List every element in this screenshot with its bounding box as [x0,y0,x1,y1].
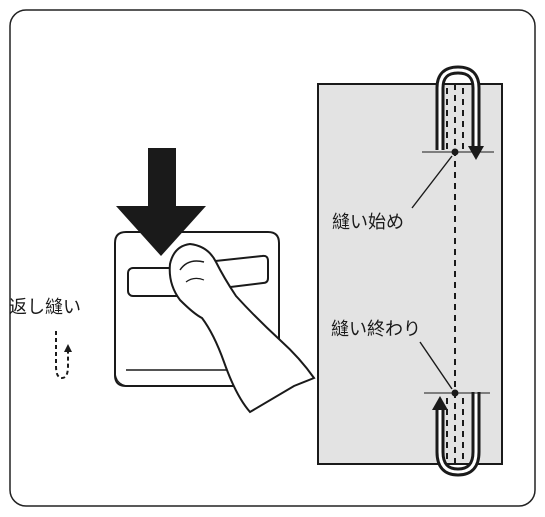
top-loop-arrow [435,65,484,160]
end-marker [419,341,490,397]
reverse-stitch-icon [55,331,72,380]
stitch-line [446,84,464,464]
down-arrow-icon [116,148,206,256]
finger-icon [168,242,316,414]
sewing-start-label: 縫い始め [332,212,404,233]
sewing-end-label: 縫い終わり [331,319,421,340]
start-marker [411,148,494,209]
reverse-stitch-label: 返し縫い [9,297,81,318]
bottom-loop-arrow [432,392,481,477]
